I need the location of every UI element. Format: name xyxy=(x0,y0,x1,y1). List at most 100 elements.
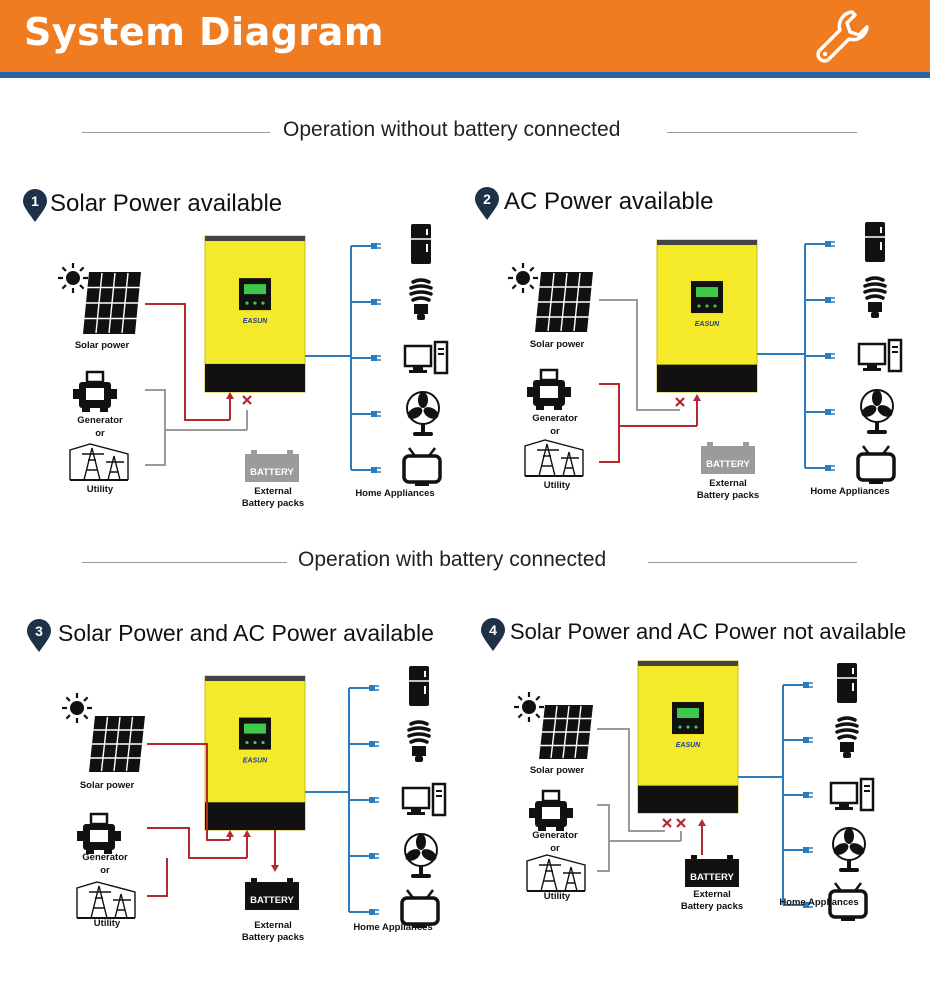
generator-icon xyxy=(529,789,573,831)
diagram-label: Home Appliances xyxy=(355,488,434,499)
solar-panel-icon xyxy=(89,716,145,772)
diagram-label: Utility xyxy=(87,484,114,495)
light-bulb-icon xyxy=(407,720,431,762)
utility-tower-icon xyxy=(69,443,129,481)
inverter-icon: EASUN xyxy=(204,675,306,831)
utility-tower-icon xyxy=(524,439,584,477)
plug-icon xyxy=(783,737,813,743)
scenario-3-diagram: Solar powerGeneratororUtilityEASUNBATTER… xyxy=(62,666,447,943)
plug-icon xyxy=(351,299,381,305)
tv-icon xyxy=(400,889,440,928)
svg-text:BATTERY: BATTERY xyxy=(250,895,294,906)
solar-panel-icon xyxy=(539,705,593,759)
diagram-label: External xyxy=(693,889,731,900)
utility-tower-icon xyxy=(76,881,136,919)
flow-arrow xyxy=(226,830,234,840)
tv-icon xyxy=(828,882,868,921)
flow-arrow xyxy=(271,830,279,872)
diagram-label: External xyxy=(254,486,292,497)
svg-text:BATTERY: BATTERY xyxy=(706,459,750,470)
fan-icon xyxy=(832,827,866,872)
battery-icon: BATTERY xyxy=(245,450,299,482)
fridge-icon xyxy=(837,663,857,703)
fan-icon xyxy=(860,389,894,434)
lcd-screen xyxy=(239,717,271,750)
diagram-label: or xyxy=(100,865,110,876)
brand-logo: EASUN xyxy=(695,321,720,328)
diagram-label: Home Appliances xyxy=(810,486,889,497)
plug-icon xyxy=(349,685,379,691)
diagram-label: Utility xyxy=(544,891,571,902)
brand-logo: EASUN xyxy=(243,318,268,325)
number-badge-3-icon: 3 xyxy=(27,619,51,652)
header-banner xyxy=(0,0,930,72)
blocked-x-icon xyxy=(242,395,252,405)
fridge-icon xyxy=(409,666,429,706)
light-bulb-icon xyxy=(863,276,887,318)
generator-icon xyxy=(73,370,117,412)
solar-panel-icon xyxy=(83,272,141,334)
generator-icon xyxy=(77,812,121,854)
diagram-label: Battery packs xyxy=(242,498,304,509)
flow-arrow xyxy=(243,830,251,858)
tv-icon xyxy=(856,445,896,484)
diagram-label: External xyxy=(709,478,747,489)
diagram-label: or xyxy=(550,843,560,854)
scenario-1-title: Solar Power available xyxy=(50,190,283,217)
wrench-icon xyxy=(816,10,869,63)
diagram-label: Battery packs xyxy=(681,901,743,912)
light-bulb-icon xyxy=(409,278,433,320)
light-bulb-icon xyxy=(835,716,859,758)
section-title-with-battery: Operation with battery connected xyxy=(298,548,607,571)
header-stripe xyxy=(0,72,930,78)
diagram-label: External xyxy=(254,920,292,931)
section-title-without-battery: Operation without battery connected xyxy=(283,118,621,141)
fan-icon xyxy=(404,833,438,878)
computer-icon xyxy=(403,340,449,375)
diagram-label: or xyxy=(95,428,105,439)
sun-icon xyxy=(514,692,544,722)
computer-icon xyxy=(857,338,903,373)
plug-icon xyxy=(805,353,835,359)
sun-icon xyxy=(62,693,92,723)
blocked-x-icon xyxy=(675,397,685,407)
battery-icon: BATTERY xyxy=(245,878,299,910)
diagram-label: Generator xyxy=(82,852,128,863)
tv-icon xyxy=(402,447,442,486)
diagram-label: Battery packs xyxy=(697,490,759,501)
diagram-label: Generator xyxy=(532,413,578,424)
number-badge-1-icon: 1 xyxy=(23,189,47,222)
sun-icon xyxy=(58,263,88,293)
plug-icon xyxy=(783,792,813,798)
battery-icon: BATTERY xyxy=(685,855,739,887)
section-divider-right xyxy=(667,132,857,133)
svg-text:BATTERY: BATTERY xyxy=(250,467,294,478)
diagram-label: Home Appliances xyxy=(353,922,432,933)
plug-icon xyxy=(805,465,835,471)
number-badge-4-icon: 4 xyxy=(481,618,505,651)
diagram-label: Utility xyxy=(94,918,121,929)
scenario-4-diagram: Solar powerGeneratororUtilityEASUNBATTER… xyxy=(514,660,875,921)
diagram-label: or xyxy=(550,426,560,437)
plug-icon xyxy=(349,741,379,747)
diagram-label: Utility xyxy=(544,480,571,491)
plug-icon xyxy=(351,243,381,249)
plug-icon xyxy=(351,467,381,473)
fan-icon xyxy=(406,391,440,436)
diagram-label: Generator xyxy=(532,830,578,841)
page-title: System Diagram xyxy=(24,10,384,54)
plug-icon xyxy=(805,297,835,303)
svg-text:4: 4 xyxy=(489,622,497,638)
brand-logo: EASUN xyxy=(676,742,701,749)
section-divider-left xyxy=(82,562,287,563)
plug-icon xyxy=(351,355,381,361)
flow-arrow xyxy=(698,819,706,855)
scenario-2-diagram: Solar powerGeneratororUtilityEASUNBATTER… xyxy=(508,222,903,501)
svg-text:3: 3 xyxy=(35,623,43,639)
diagram-label: Generator xyxy=(77,415,123,426)
generator-icon xyxy=(527,368,571,410)
computer-icon xyxy=(401,782,447,817)
plug-icon xyxy=(783,847,813,853)
plug-icon xyxy=(783,902,813,908)
svg-text:1: 1 xyxy=(31,193,39,209)
